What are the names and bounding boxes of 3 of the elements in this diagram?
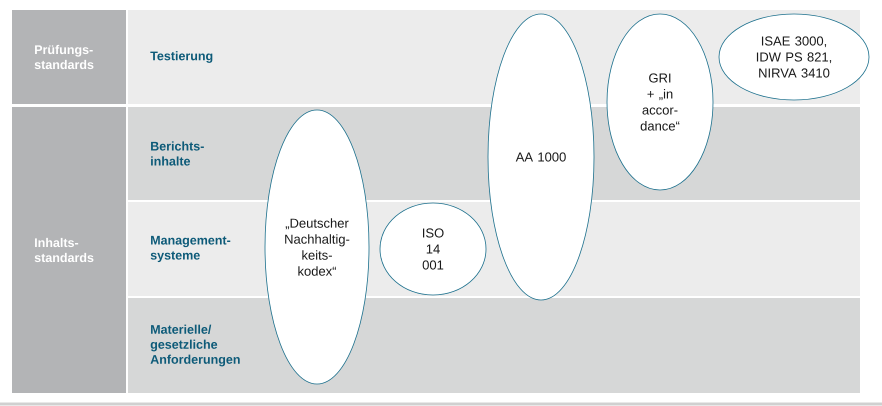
category-band: Prüfungs- standards — [12, 10, 126, 104]
row-band: Materielle/ gesetzliche Anforderungen — [128, 298, 860, 393]
category-band: Inhalts- standards — [12, 107, 126, 393]
